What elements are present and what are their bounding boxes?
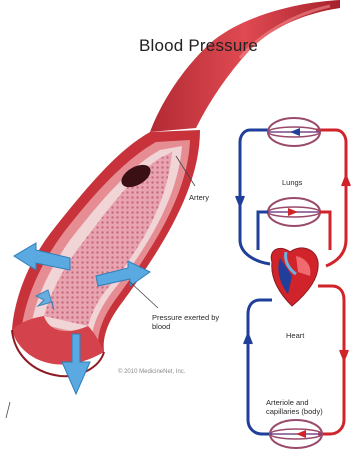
pressure-leader-line — [130, 282, 158, 308]
label-lungs: Lungs — [282, 178, 302, 187]
heart-icon — [271, 248, 318, 306]
capillary-bed-body — [270, 420, 322, 448]
diagram-title: Blood Pressure — [0, 36, 357, 56]
artery-tube-upper — [150, 0, 340, 132]
label-heart: Heart — [286, 331, 304, 340]
copyright-notice: © 2010 MedicineNet, Inc. — [118, 369, 185, 375]
label-pressure: Pressure exerted by blood — [152, 313, 232, 331]
bottom-leader-line — [6, 402, 10, 418]
capillary-bed-lungs — [268, 198, 320, 226]
capillary-bed-top — [268, 118, 320, 146]
label-artery: Artery — [189, 193, 209, 202]
label-arteriole: Arteriole and capillaries (body) — [266, 398, 336, 416]
